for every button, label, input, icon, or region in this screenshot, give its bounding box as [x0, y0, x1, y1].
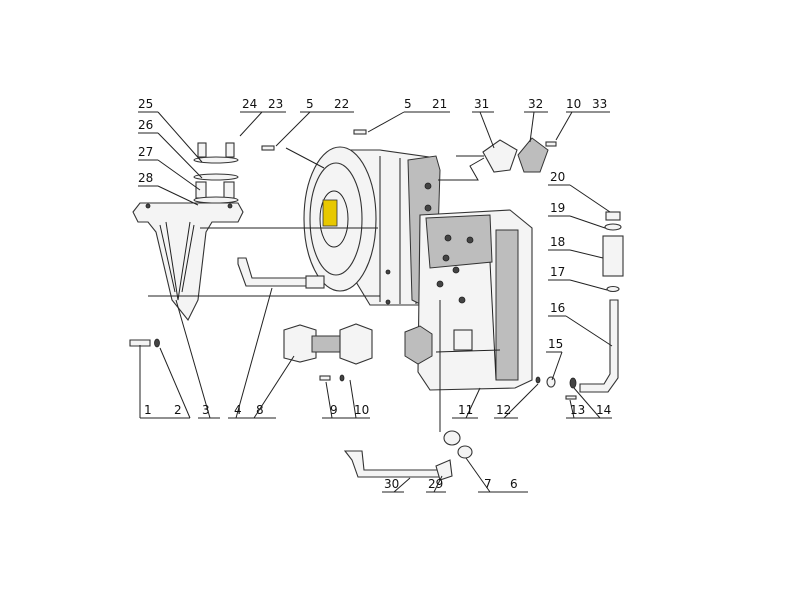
- label-19: 19: [550, 201, 565, 215]
- label-30: 30: [384, 477, 399, 491]
- part-number-labels: 25 24 23 5 22 5 21 31 32 10 33 26 27 28 …: [138, 97, 611, 491]
- pipe-left: [237, 257, 325, 289]
- label-17: 17: [550, 265, 565, 279]
- label-27: 27: [138, 145, 153, 159]
- label-3: 3: [202, 403, 210, 417]
- label-13: 13: [570, 403, 585, 417]
- label-31: 31: [474, 97, 489, 111]
- label-10b: 10: [354, 403, 369, 417]
- label-11: 11: [458, 403, 473, 417]
- label-9: 9: [330, 403, 338, 417]
- label-29: 29: [428, 477, 443, 491]
- label-8: 8: [256, 403, 264, 417]
- label-2: 2: [174, 403, 182, 417]
- transmission-body: [417, 209, 533, 391]
- label-33: 33: [592, 97, 607, 111]
- oil-filter: [602, 211, 624, 293]
- label-18: 18: [550, 235, 565, 249]
- label-32: 32: [528, 97, 543, 111]
- label-12: 12: [496, 403, 511, 417]
- bracket-assembly: [129, 142, 244, 348]
- label-15: 15: [548, 337, 563, 351]
- label-21: 21: [432, 97, 447, 111]
- oil-pipe-right: [535, 299, 619, 400]
- label-10a: 10: [566, 97, 581, 111]
- lower-pipe-assembly: [343, 430, 473, 481]
- label-6: 6: [510, 477, 518, 491]
- label-22: 22: [334, 97, 349, 111]
- label-7: 7: [484, 477, 492, 491]
- leader-lines: [138, 111, 613, 493]
- label-28: 28: [138, 171, 153, 185]
- gasket-cover: [482, 137, 557, 173]
- label-20: 20: [550, 170, 565, 184]
- label-26: 26: [138, 118, 153, 132]
- drive-coupling: [283, 323, 433, 382]
- label-4: 4: [234, 403, 242, 417]
- label-16: 16: [550, 301, 565, 315]
- label-24: 24: [242, 97, 257, 111]
- label-25: 25: [138, 97, 153, 111]
- label-5b: 5: [404, 97, 412, 111]
- label-23: 23: [268, 97, 283, 111]
- label-14: 14: [596, 403, 611, 417]
- label-1: 1: [144, 403, 152, 417]
- label-5a: 5: [306, 97, 314, 111]
